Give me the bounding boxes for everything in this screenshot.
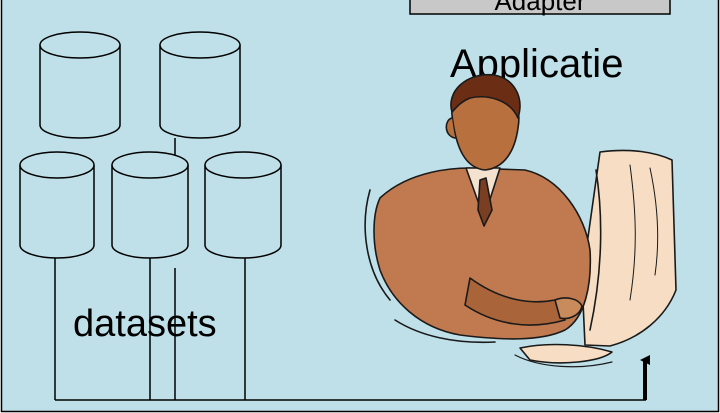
datasets-label: datasets — [73, 303, 217, 345]
database-cylinder-icon — [159, 31, 241, 139]
database-cylinder-icon — [111, 151, 189, 259]
adapter-box — [409, 0, 671, 15]
database-cylinder-icon — [19, 151, 95, 259]
dataset-connectors — [54, 138, 646, 401]
person-at-computer-icon — [364, 74, 677, 368]
dataset-cylinders — [19, 31, 282, 259]
database-cylinder-icon — [204, 151, 282, 259]
adapter-label: Adapter — [494, 0, 585, 16]
database-cylinder-icon — [39, 31, 121, 139]
